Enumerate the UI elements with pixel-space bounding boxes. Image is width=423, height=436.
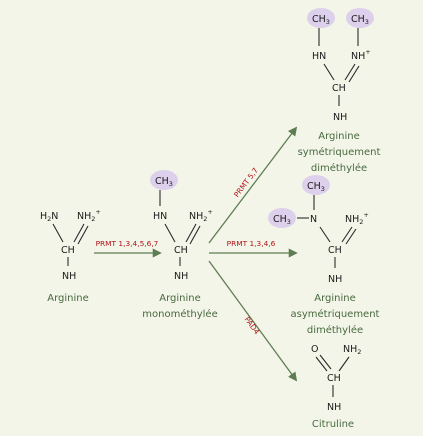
arg-double-bond-b bbox=[77, 225, 89, 245]
cit-ch-label: CH bbox=[327, 373, 341, 384]
cit-nh2-label: NH2 bbox=[343, 344, 361, 356]
mono-nh2plus-label: NH2+ bbox=[189, 208, 213, 223]
monomethyl-caption-line2: monométhylée bbox=[142, 308, 217, 320]
methyl-highlight bbox=[346, 8, 374, 28]
cit-bond-right bbox=[338, 356, 350, 372]
mono-ch3-label: CH3 bbox=[155, 176, 173, 188]
sym-double-bond-a bbox=[344, 63, 356, 81]
cit-nh-label: NH bbox=[327, 402, 341, 413]
mono-ch-label: CH bbox=[174, 245, 188, 256]
sym-hn-label: HN bbox=[312, 51, 326, 62]
asym-ch3-left-label: CH3 bbox=[273, 214, 291, 226]
asymmetric-dimethyl-arginine-structure: CH3 CH3 N NH2+ CH NH Arginine asymétriqu… bbox=[268, 175, 380, 336]
arrow-symmetric bbox=[208, 126, 298, 244]
asym-ch3-top-label: CH3 bbox=[307, 181, 325, 193]
symmetric-caption-line1: Arginine bbox=[318, 131, 360, 142]
enzyme-label-prmt-all: PRMT 1,3,4,5,6,7 bbox=[96, 239, 159, 248]
citrulline-structure: O NH2 CH NH Citruline bbox=[311, 344, 361, 430]
arg-double-bond-a bbox=[73, 223, 85, 243]
sym-ch3-left-label: CH3 bbox=[312, 14, 330, 26]
methyl-highlight bbox=[302, 175, 330, 195]
asym-ch-label: CH bbox=[328, 245, 342, 256]
monomethyl-caption-line1: Arginine bbox=[159, 293, 201, 304]
cit-o-label: O bbox=[311, 344, 318, 355]
arg-h2n-label: H2N bbox=[40, 211, 58, 223]
arg-nh2plus-label: NH2+ bbox=[77, 208, 101, 223]
symmetric-caption-line2: symétriquement bbox=[298, 146, 381, 158]
mono-bond-left bbox=[164, 223, 176, 243]
mono-nh-label: NH bbox=[174, 271, 188, 282]
monomethyl-arginine-structure: CH3 HN NH2+ CH NH Arginine monométhylée bbox=[142, 170, 218, 320]
symmetric-dimethyl-arginine-structure: CH3 CH3 HN NH+ CH NH Arginine symétrique… bbox=[298, 8, 381, 174]
asym-nh2plus-label: NH2+ bbox=[345, 211, 369, 226]
asymmetric-caption-line1: Arginine bbox=[314, 293, 356, 304]
asym-bond-left bbox=[319, 226, 331, 243]
cit-double-bond-b bbox=[319, 354, 332, 370]
sym-double-bond-b bbox=[348, 65, 360, 83]
mono-double-bond-a bbox=[185, 223, 197, 243]
asymmetric-caption-line3: diméthylée bbox=[307, 324, 363, 336]
asym-n-label: N bbox=[310, 214, 317, 225]
arginine-caption: Arginine bbox=[47, 293, 89, 304]
citrulline-caption: Citruline bbox=[312, 419, 354, 430]
enzyme-label-prmt-asym: PRMT 1,3,4,6 bbox=[227, 239, 276, 248]
cit-double-bond-a bbox=[315, 356, 328, 372]
asym-double-bond-b bbox=[345, 228, 357, 245]
arginine-structure: H2N NH2+ CH NH Arginine bbox=[40, 208, 101, 304]
arrow-citrullination bbox=[208, 260, 298, 382]
arg-nh-label: NH bbox=[62, 271, 76, 282]
arg-ch-label: CH bbox=[61, 245, 75, 256]
enzyme-label-pad: PAD4 bbox=[243, 315, 262, 336]
mono-double-bond-b bbox=[189, 225, 201, 245]
sym-ch-label: CH bbox=[332, 83, 346, 94]
sym-nh-label: NH bbox=[333, 112, 347, 123]
sym-ch3-right-label: CH3 bbox=[351, 14, 369, 26]
asymmetric-caption-line2: asymétriquement bbox=[291, 308, 380, 320]
methyl-highlight bbox=[150, 170, 178, 190]
sym-bond-left bbox=[323, 63, 335, 81]
arg-bond-left bbox=[52, 223, 64, 243]
sym-nhplus-label: NH+ bbox=[351, 48, 371, 62]
asym-nh-label: NH bbox=[328, 274, 342, 285]
methyl-highlight bbox=[307, 8, 335, 28]
methyl-highlight bbox=[268, 208, 296, 228]
asym-double-bond-a bbox=[341, 226, 353, 243]
mono-hn-label: HN bbox=[153, 211, 167, 222]
symmetric-caption-line3: diméthylée bbox=[311, 162, 367, 174]
